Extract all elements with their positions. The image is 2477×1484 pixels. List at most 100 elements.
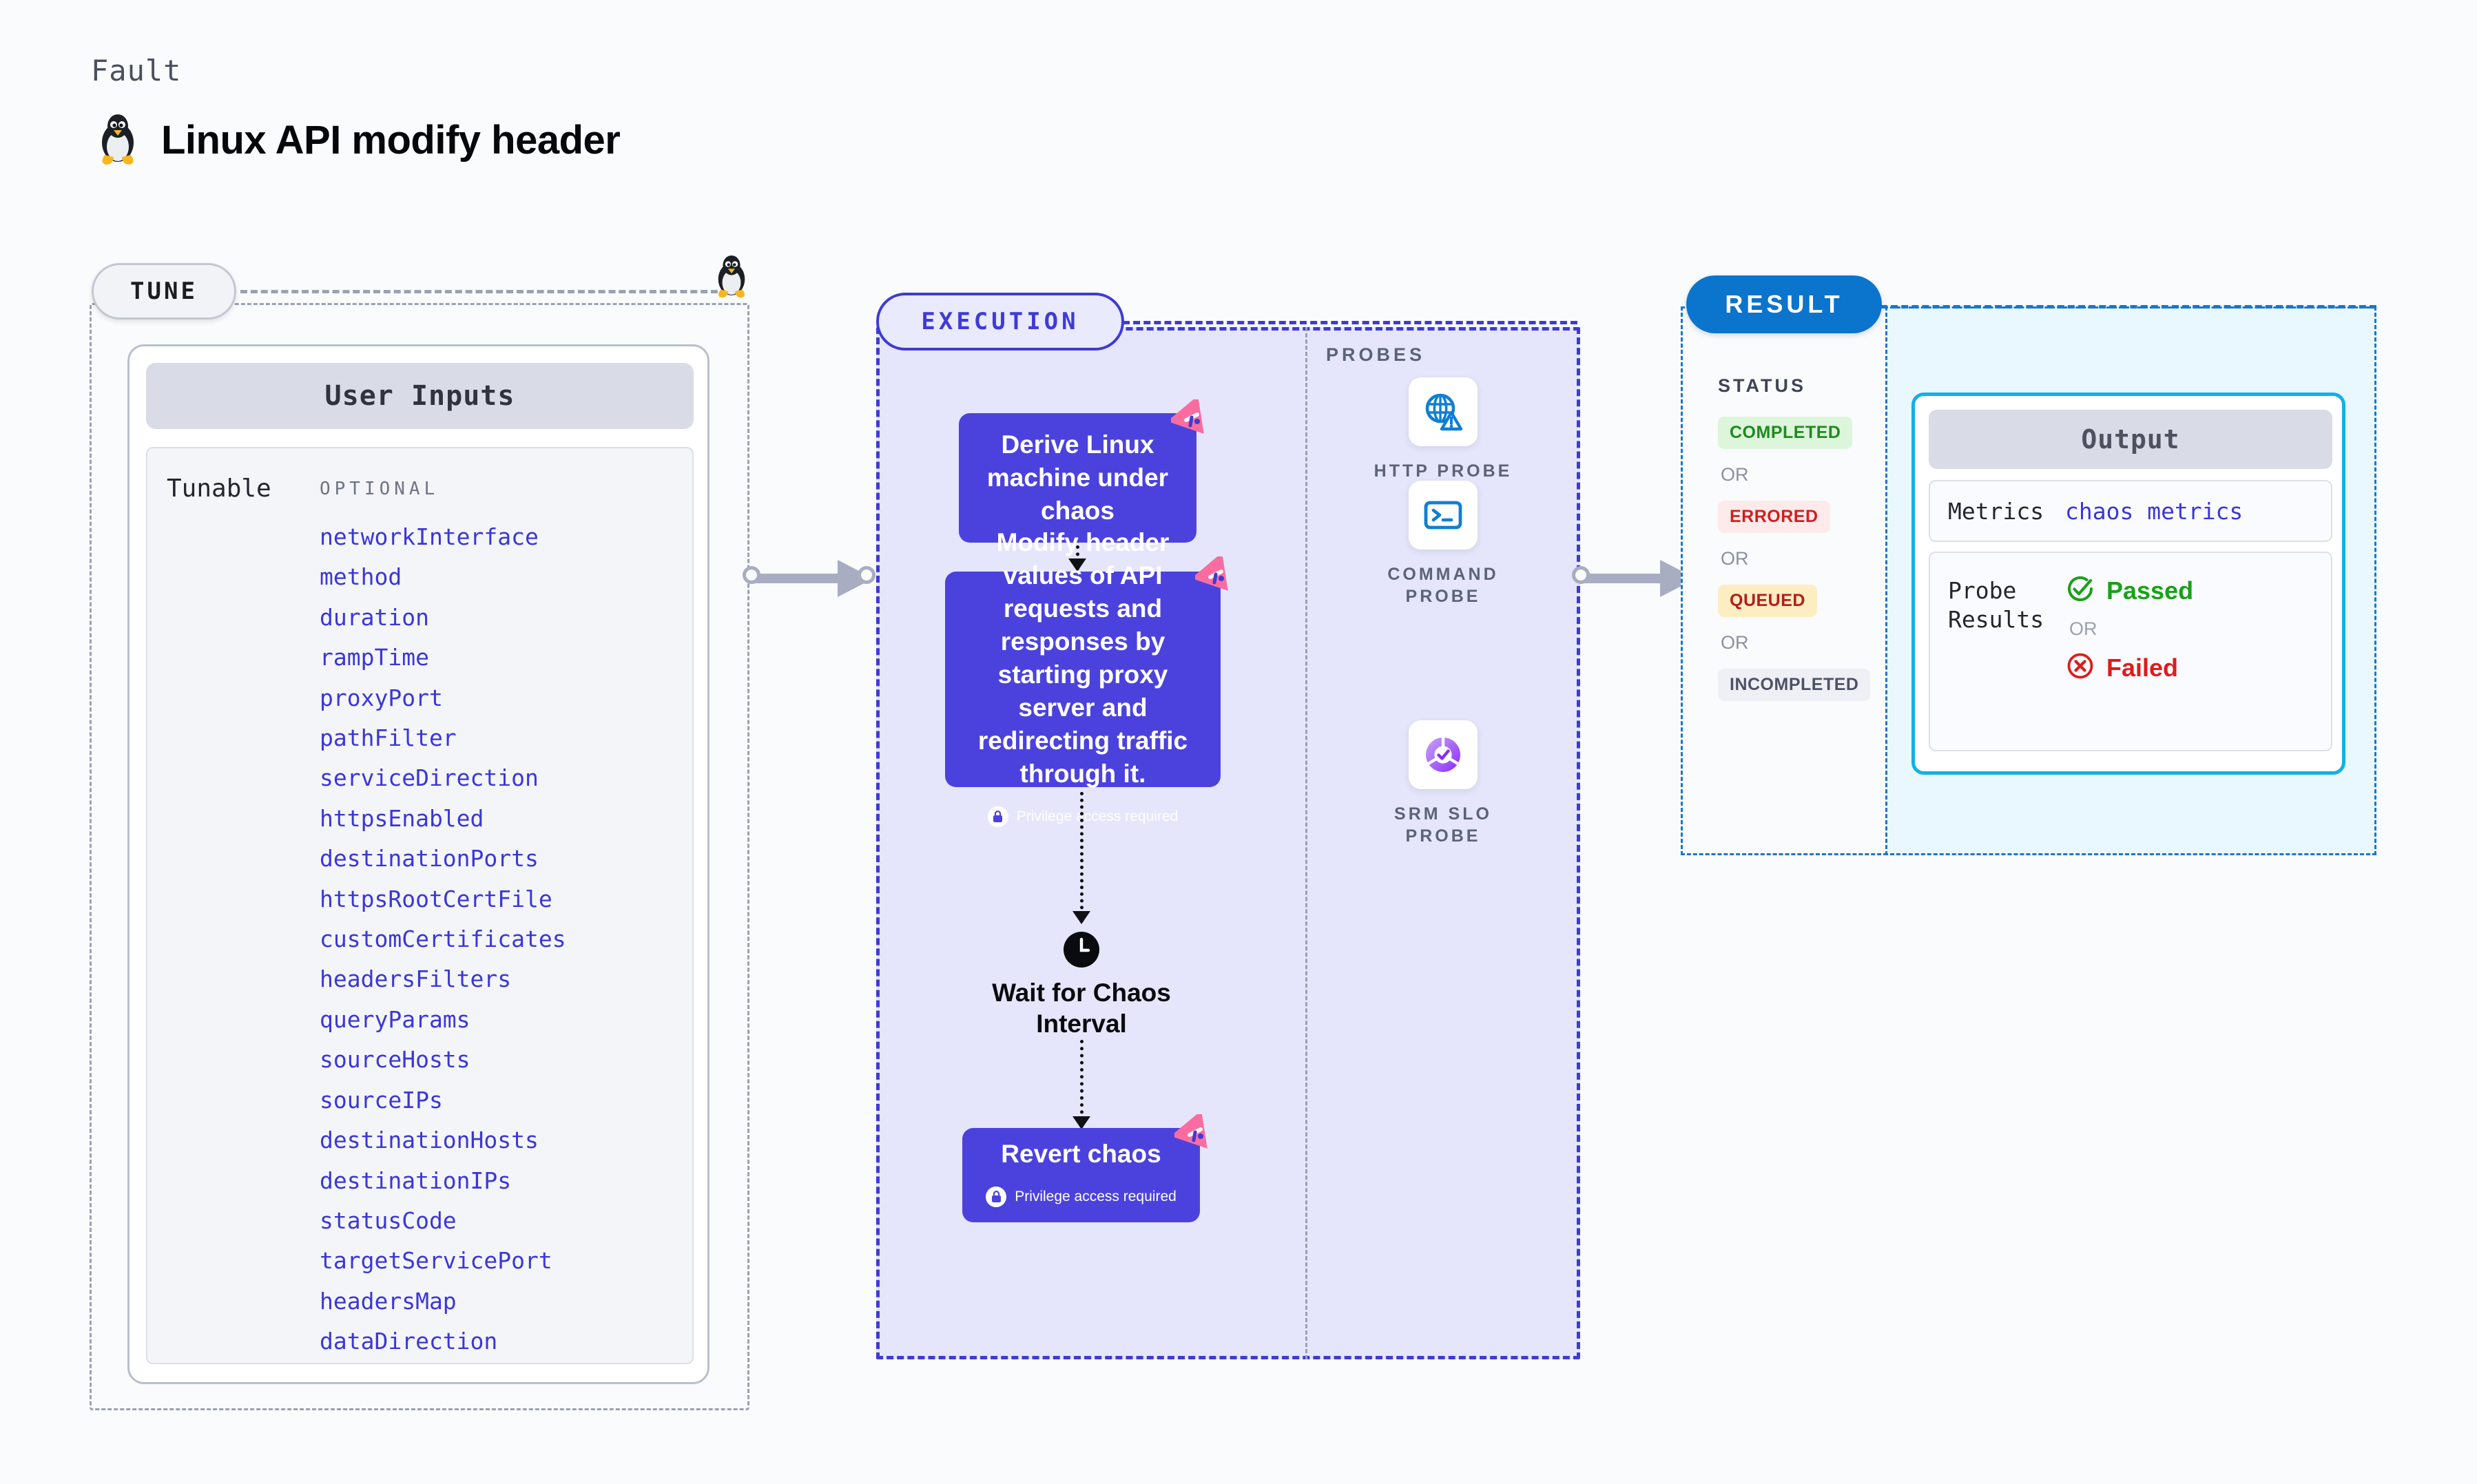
flow-arrow-wait-to-revert bbox=[1072, 1040, 1090, 1129]
result-status-region bbox=[1681, 306, 1887, 855]
tunable-item[interactable]: statusCode bbox=[320, 1206, 457, 1234]
privilege-note-revert-label: Privilege access required bbox=[1015, 1188, 1177, 1204]
tunable-section: Tunable OPTIONAL networkInterface method d… bbox=[146, 447, 694, 1364]
result-badge[interactable]: RESULT bbox=[1686, 275, 1882, 333]
linux-tux-icon-small bbox=[714, 255, 749, 299]
execution-node-revert-label: Revert chaos bbox=[1001, 1139, 1161, 1168]
probe-item-http[interactable]: HTTP PROBE bbox=[1354, 377, 1533, 482]
tunable-item[interactable]: networkInterface bbox=[320, 523, 539, 550]
status-or-label: OR bbox=[1721, 464, 1749, 485]
page-eyebrow: Fault bbox=[91, 54, 182, 87]
tunable-item[interactable]: headersMap bbox=[320, 1287, 457, 1315]
tunable-item[interactable]: httpsRootCertFile bbox=[320, 885, 552, 912]
execution-node-wait-label: Wait for Chaos Interval bbox=[992, 979, 1171, 1038]
tunable-item[interactable]: sourceHosts bbox=[320, 1046, 470, 1074]
execution-badge[interactable]: EXECUTION bbox=[876, 293, 1124, 351]
lock-icon bbox=[987, 806, 1008, 827]
litmus-chaos-badge-icon bbox=[1191, 552, 1238, 600]
clock-icon bbox=[1064, 932, 1099, 971]
tunable-label: Tunable bbox=[167, 474, 271, 503]
litmus-chaos-badge-icon bbox=[1170, 1110, 1217, 1158]
status-badge: INCOMPLETED bbox=[1718, 669, 1871, 701]
user-inputs-card: User Inputs Tunable OPTIONAL networkInte… bbox=[127, 344, 709, 1384]
tunable-item[interactable]: queryParams bbox=[320, 1005, 470, 1033]
tune-connector-dashed-line bbox=[240, 290, 718, 293]
user-inputs-header: User Inputs bbox=[146, 363, 694, 429]
linux-tux-icon bbox=[96, 114, 139, 166]
tunable-item[interactable]: pathFilter bbox=[320, 724, 457, 752]
tunable-item[interactable]: proxyPort bbox=[320, 684, 443, 711]
tunable-item[interactable]: headersFilters bbox=[320, 965, 512, 993]
probe-item-srm-slo[interactable]: SRM SLO PROBE bbox=[1354, 720, 1533, 847]
output-card: Output Metrics chaos metrics Probe Resul… bbox=[1911, 393, 2345, 775]
metrics-row: Metrics chaos metrics bbox=[1929, 480, 2332, 542]
x-circle-icon bbox=[2065, 651, 2095, 684]
probe-result-failed: Failed bbox=[2065, 651, 2193, 684]
privilege-note-modify: Privilege access required bbox=[987, 800, 1179, 833]
tune-region bbox=[90, 303, 749, 1410]
execution-node-modify-label: Modify header values of API requests and… bbox=[977, 527, 1188, 788]
connector-tune-to-execution bbox=[743, 560, 880, 597]
probe-result-passed-label: Passed bbox=[2106, 576, 2194, 605]
optional-label: OPTIONAL bbox=[320, 479, 439, 499]
status-badge: ERRORED bbox=[1718, 501, 1830, 533]
connector-line bbox=[749, 574, 853, 583]
execution-node-revert[interactable]: Revert chaos Privilege access required bbox=[962, 1128, 1200, 1222]
tunable-item[interactable]: destinationHosts bbox=[320, 1127, 539, 1154]
status-or-label: OR bbox=[1721, 632, 1749, 653]
privilege-note-modify-label: Privilege access required bbox=[1016, 808, 1179, 824]
tunable-item[interactable]: targetServicePort bbox=[320, 1247, 552, 1275]
probe-results-row: Probe Results Passed OR bbox=[1929, 552, 2332, 751]
srm-slo-donut-check-icon bbox=[1409, 720, 1478, 789]
execution-connector-dashed-line bbox=[1123, 321, 1577, 324]
litmus-chaos-badge-icon bbox=[1167, 395, 1214, 443]
probe-item-command[interactable]: COMMAND PROBE bbox=[1354, 481, 1533, 607]
flow-arrow-head-icon bbox=[1068, 558, 1086, 572]
privilege-note-revert: Privilege access required bbox=[986, 1180, 1177, 1213]
probe-result-failed-label: Failed bbox=[2106, 653, 2179, 682]
execution-node-derive-label: Derive Linux machine under chaos bbox=[986, 430, 1169, 525]
probe-item-http-label: HTTP PROBE bbox=[1374, 461, 1513, 481]
probe-item-srm-slo-label: SRM SLO PROBE bbox=[1394, 804, 1492, 846]
tunable-item[interactable]: rampTime bbox=[320, 644, 429, 671]
tunable-item[interactable]: destinationPorts bbox=[320, 845, 539, 872]
tunable-item[interactable]: customCertificates bbox=[320, 926, 566, 953]
tunable-item[interactable]: dataDirection bbox=[320, 1328, 498, 1355]
execution-node-modify[interactable]: Modify header values of API requests and… bbox=[945, 528, 1221, 827]
connector-dot-start bbox=[1572, 566, 1590, 584]
tunable-item[interactable]: httpsEnabled bbox=[320, 804, 484, 832]
tunable-item[interactable]: serviceDirection bbox=[320, 764, 539, 792]
flow-arrow-shaft bbox=[1080, 1040, 1084, 1128]
flow-arrow-shaft bbox=[1080, 792, 1084, 923]
probe-results-values: Passed OR Failed bbox=[2065, 574, 2193, 750]
flow-arrow-derive-to-modify bbox=[1068, 545, 1086, 572]
status-badge: QUEUED bbox=[1718, 585, 1817, 617]
flow-arrow-shaft bbox=[1076, 545, 1079, 570]
output-header: Output bbox=[1929, 410, 2332, 469]
probes-region bbox=[1305, 327, 1581, 1359]
terminal-icon bbox=[1409, 481, 1478, 550]
connector-dot-start bbox=[743, 566, 760, 584]
execution-node-derive[interactable]: Derive Linux machine under chaos bbox=[959, 413, 1196, 543]
tunable-item[interactable]: sourceIPs bbox=[320, 1086, 443, 1114]
status-title: STATUS bbox=[1718, 375, 1806, 396]
flow-arrow-head-icon bbox=[1072, 911, 1090, 924]
metrics-value[interactable]: chaos metrics bbox=[2065, 497, 2243, 525]
probe-result-passed: Passed bbox=[2065, 574, 2193, 607]
connector-execution-to-result bbox=[1572, 560, 1710, 597]
tunable-item[interactable]: duration bbox=[320, 603, 429, 631]
lock-icon bbox=[986, 1186, 1007, 1207]
page-title: Linux API modify header bbox=[161, 117, 621, 163]
connector-dot-end bbox=[858, 566, 875, 584]
probe-results-label: Probe Results bbox=[1948, 577, 2044, 633]
flow-arrow-modify-to-wait bbox=[1072, 792, 1090, 924]
tunable-item[interactable]: destinationIPs bbox=[320, 1167, 512, 1194]
tunable-item[interactable]: method bbox=[320, 563, 402, 591]
probes-title: PROBES bbox=[1326, 344, 1426, 365]
probe-item-command-label: COMMAND PROBE bbox=[1387, 565, 1499, 606]
globe-warning-icon bbox=[1409, 377, 1478, 446]
tune-badge[interactable]: TUNE bbox=[92, 263, 236, 320]
result-connector-dashed-line bbox=[1880, 305, 2376, 309]
tunable-list: networkInterface method duration rampTime pr… bbox=[320, 517, 678, 1362]
